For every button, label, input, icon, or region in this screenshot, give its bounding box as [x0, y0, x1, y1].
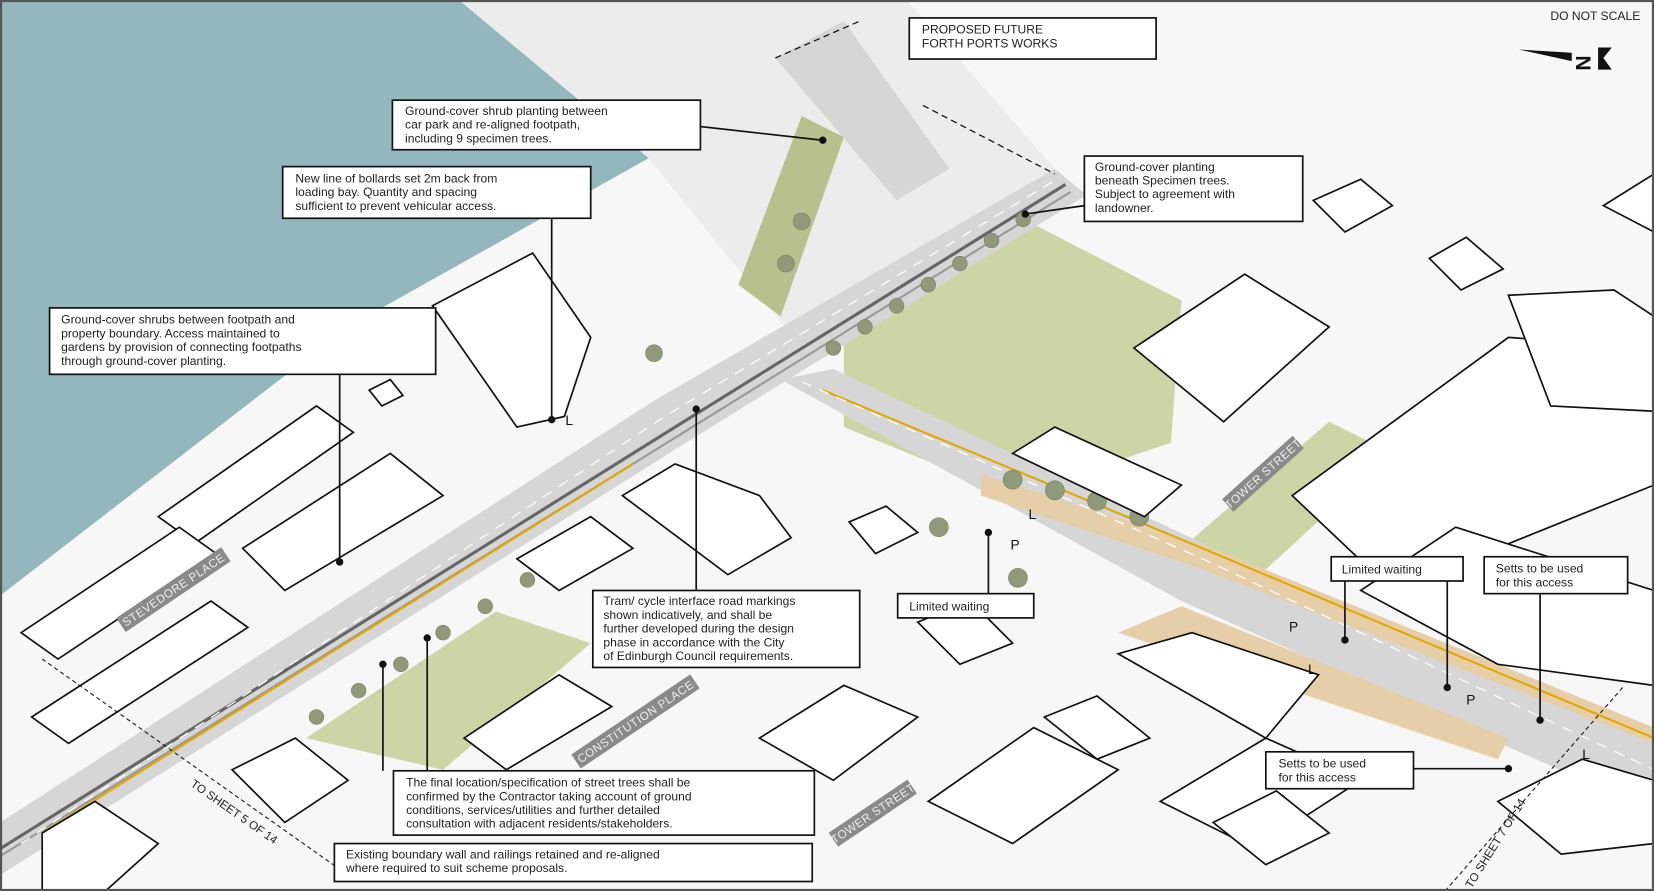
- yellow-line: [41, 389, 1654, 834]
- match-line-sheet-5: [41, 658, 349, 876]
- callout-line: Existing boundary wall and railings reta…: [346, 847, 660, 861]
- callout-line: Ground-cover shrubs between footpath and: [61, 313, 295, 327]
- callout-line: FORTH PORTS WORKS: [922, 36, 1057, 50]
- tram-track-rail: [0, 191, 1072, 858]
- bay-marker: L: [1308, 662, 1316, 677]
- callout-line: where required to suit scheme proposals.: [345, 861, 567, 875]
- svg-text:Ground-cover shrubs between fo: Ground-cover shrubs between footpath and…: [61, 313, 301, 368]
- callout-line: Ground-cover planting: [1095, 160, 1215, 174]
- callout-street-trees: The final location/specification of stre…: [392, 769, 816, 836]
- callout-line: further developed during the design: [603, 622, 794, 636]
- callout-line: confirmed by the Contractor taking accou…: [406, 789, 691, 803]
- north-arrow-icon: N: [1518, 47, 1612, 71]
- callout-line: gardens by provision of connecting footp…: [61, 340, 301, 354]
- setts-footway: [981, 474, 1654, 744]
- svg-text:New line of bollards set 2m ba: New line of bollards set 2m back fromloa…: [295, 171, 497, 212]
- callout-line: Setts to be used: [1278, 757, 1366, 771]
- bay-marker: L: [1028, 507, 1036, 522]
- callout-line: property boundary. Access maintained to: [61, 326, 280, 340]
- main-road-ferry-road: [0, 168, 1087, 876]
- green-planting-ne: [738, 115, 844, 317]
- north-arrow-letter: N: [1573, 55, 1596, 70]
- dock-access-road: [775, 21, 950, 201]
- callout-line: The final location/specification of stre…: [406, 776, 690, 790]
- callout-line: Tram/ cycle interface road markings: [603, 594, 795, 608]
- bay-marker: P: [1466, 692, 1475, 707]
- callout-line: of Edinburgh Council requirements.: [603, 649, 793, 663]
- callout-line: New line of bollards set 2m back from: [295, 171, 497, 185]
- callout-line: including 9 specimen trees.: [405, 131, 552, 145]
- callout-line: shown indicatively, and shall be: [603, 608, 772, 622]
- do-not-scale-label: DO NOT SCALE: [1550, 9, 1640, 23]
- svg-text:Existing boundary wall and rai: Existing boundary wall and railings reta…: [345, 847, 660, 875]
- match-line-sheet-7: [1444, 685, 1625, 891]
- callout-shrubs-footpath: Ground-cover shrubs between footpath and…: [48, 307, 437, 376]
- buildings: [19, 172, 1654, 891]
- callout-line: sufficient to prevent vehicular access.: [295, 199, 496, 213]
- callout-limited-waiting-2: Limited waiting: [1330, 555, 1464, 582]
- callout-line: Limited waiting: [1342, 563, 1422, 577]
- callout-line: PROPOSED FUTURE: [922, 23, 1043, 37]
- bay-markers: L L P P L P L: [565, 413, 1590, 762]
- svg-text:Tram/ cycle interface road mar: Tram/ cycle interface road markingsshown…: [603, 594, 795, 663]
- callout-line: Subject to agreement with: [1095, 187, 1235, 201]
- callout-line: beneath Specimen trees.: [1095, 174, 1230, 188]
- callout-line: through ground-cover planting.: [61, 354, 226, 368]
- callout-line: car park and re-aligned footpath,: [405, 118, 580, 132]
- bay-marker: L: [1582, 747, 1590, 762]
- callout-limited-waiting-1: Limited waiting: [896, 592, 1035, 619]
- match-line-top: [775, 20, 1056, 175]
- green-strip-east: [1181, 421, 1393, 570]
- bay-marker: L: [565, 413, 573, 428]
- callout-line: for this access: [1278, 770, 1355, 784]
- lane-markings: [20, 176, 1654, 845]
- callout-line: consultation with adjacent residents/sta…: [406, 817, 673, 831]
- specimen-trees: [308, 211, 1149, 725]
- callout-line: landowner.: [1095, 201, 1154, 215]
- callout-line: phase in accordance with the City: [603, 635, 785, 649]
- main-road-east: [780, 369, 1654, 812]
- callout-line: for this access: [1496, 575, 1573, 589]
- callout-boundary-wall: Existing boundary wall and railings reta…: [333, 842, 814, 883]
- callout-line: loading bay. Quantity and spacing: [295, 185, 477, 199]
- tram-track: [0, 183, 1067, 851]
- callout-line: Ground-cover shrub planting between: [405, 104, 608, 118]
- bay-marker: P: [1011, 537, 1020, 552]
- callout-leaders: [335, 125, 1544, 773]
- callout-line: conditions, services/utilities and furth…: [406, 803, 660, 817]
- callout-line: Setts to be used: [1496, 562, 1584, 576]
- bay-marker: P: [1289, 620, 1298, 635]
- svg-text:The final location/specificati: The final location/specification of stre…: [406, 776, 691, 831]
- callout-line: Limited waiting: [909, 600, 989, 614]
- green-strip-south: [305, 611, 591, 770]
